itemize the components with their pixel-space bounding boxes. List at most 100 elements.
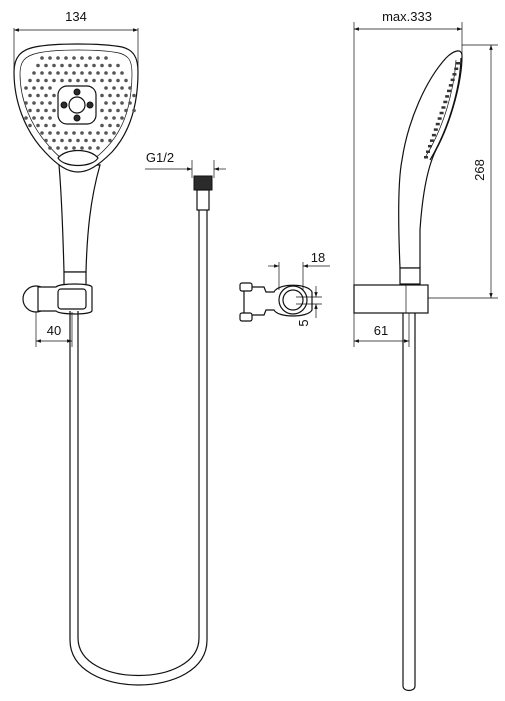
side-nozzle-tooth: [433, 128, 438, 131]
spray-nozzle: [96, 71, 100, 75]
spray-nozzle: [100, 78, 104, 83]
spray-nozzle: [84, 138, 88, 143]
side-nozzle-tooth: [427, 144, 432, 148]
spray-nozzle: [116, 78, 120, 83]
dim-max-length-label: max.333: [382, 9, 432, 24]
spray-nozzle: [100, 63, 104, 68]
spray-nozzle: [36, 108, 40, 113]
spray-nozzle: [44, 138, 48, 143]
spray-nozzle: [60, 138, 64, 143]
dim-holder-clamp-gap-label: 5: [296, 319, 311, 326]
holder-detail-screw-bottom: [239, 312, 253, 322]
side-nozzle-tooth: [424, 156, 428, 159]
dim-head-width-label: 134: [65, 9, 87, 24]
spray-nozzle: [56, 56, 60, 60]
side-spray-nozzles: [424, 62, 460, 159]
spray-nozzle: [108, 93, 112, 98]
spray-nozzle: [52, 123, 56, 128]
spray-nozzle: [28, 93, 32, 98]
spray-nozzle: [48, 101, 52, 105]
side-nozzle-tooth: [429, 139, 434, 142]
side-nozzle-tooth: [431, 133, 436, 137]
spray-nozzle: [28, 123, 32, 128]
front-hose: [69, 210, 208, 686]
spray-nozzle: [56, 146, 60, 150]
rosette-nozzle: [73, 114, 81, 122]
spray-nozzle: [40, 131, 44, 135]
spray-nozzle: [124, 78, 128, 83]
spray-nozzle: [124, 93, 128, 98]
spray-nozzle: [96, 56, 100, 60]
spray-nozzle: [100, 108, 104, 113]
spray-nozzle: [80, 146, 84, 150]
spray-nozzle: [56, 131, 60, 135]
spray-nozzle: [88, 56, 92, 60]
side-nozzle-tooth: [439, 111, 444, 115]
spray-nozzle: [80, 56, 84, 60]
spray-nozzle: [104, 56, 108, 60]
dim-holder-clamp-width: 18: [268, 250, 330, 290]
spray-nozzle: [40, 116, 44, 120]
spray-nozzle: [72, 146, 76, 150]
spray-nozzle: [116, 108, 120, 113]
spray-nozzle: [104, 131, 108, 135]
spray-nozzle: [44, 63, 48, 68]
side-nozzle-tooth: [445, 95, 450, 98]
side-nozzle-tooth: [425, 150, 430, 153]
spray-nozzle: [48, 131, 52, 135]
front-view: [13, 43, 213, 686]
spray-nozzle: [56, 71, 60, 75]
spray-nozzle: [76, 63, 80, 68]
dim-hose-thread: G1/2: [145, 150, 226, 178]
spray-nozzle: [32, 71, 36, 75]
spray-nozzle: [104, 86, 108, 90]
side-hose: [402, 313, 416, 692]
spray-nozzle-pattern: [24, 56, 136, 150]
dim-head-width: 134: [13, 9, 139, 72]
spray-nozzle: [108, 63, 112, 68]
side-nozzle-tooth: [437, 117, 442, 120]
side-nozzle-tooth: [452, 73, 457, 76]
spray-nozzle: [72, 131, 76, 135]
spray-nozzle: [48, 56, 52, 60]
spray-nozzle: [48, 116, 52, 120]
spray-nozzle: [100, 138, 104, 143]
spray-nozzle: [80, 131, 84, 135]
spray-nozzle: [32, 101, 36, 105]
spray-nozzle: [40, 56, 44, 60]
spray-nozzle: [28, 108, 32, 113]
spray-nozzle: [72, 71, 76, 75]
spray-nozzle: [92, 138, 96, 143]
spray-nozzle: [120, 101, 124, 105]
spray-nozzle: [96, 131, 100, 135]
spray-nozzle: [80, 71, 84, 75]
dim-holder-projection-left: 40: [35, 312, 73, 347]
side-view: [353, 50, 463, 692]
spray-nozzle: [112, 86, 116, 90]
front-handle: [58, 164, 101, 273]
spray-nozzle: [116, 93, 120, 98]
side-nozzle-tooth: [454, 67, 459, 71]
spray-nozzle: [104, 71, 108, 75]
spray-nozzle: [128, 101, 132, 105]
spray-nozzle: [92, 63, 96, 68]
spray-nozzle: [64, 146, 68, 150]
rosette-nozzle: [86, 101, 94, 109]
side-wall-holder: [353, 284, 429, 314]
spray-nozzle: [120, 116, 124, 120]
spray-nozzle: [76, 78, 80, 83]
dim-holder-projection-left-label: 40: [47, 323, 61, 338]
spray-nozzle: [108, 123, 112, 128]
dim-head-height-label: 268: [472, 159, 487, 181]
spray-nozzle: [88, 131, 92, 135]
spray-nozzle: [32, 116, 36, 120]
spray-nozzle: [48, 146, 52, 150]
spray-nozzle: [108, 108, 112, 113]
spray-nozzle: [44, 78, 48, 83]
spray-nozzle: [112, 101, 116, 105]
side-nozzle-tooth: [447, 89, 452, 93]
spray-nozzle: [92, 78, 96, 83]
dim-hose-thread-label: G1/2: [146, 150, 174, 165]
front-holder-clamp: [57, 288, 87, 310]
